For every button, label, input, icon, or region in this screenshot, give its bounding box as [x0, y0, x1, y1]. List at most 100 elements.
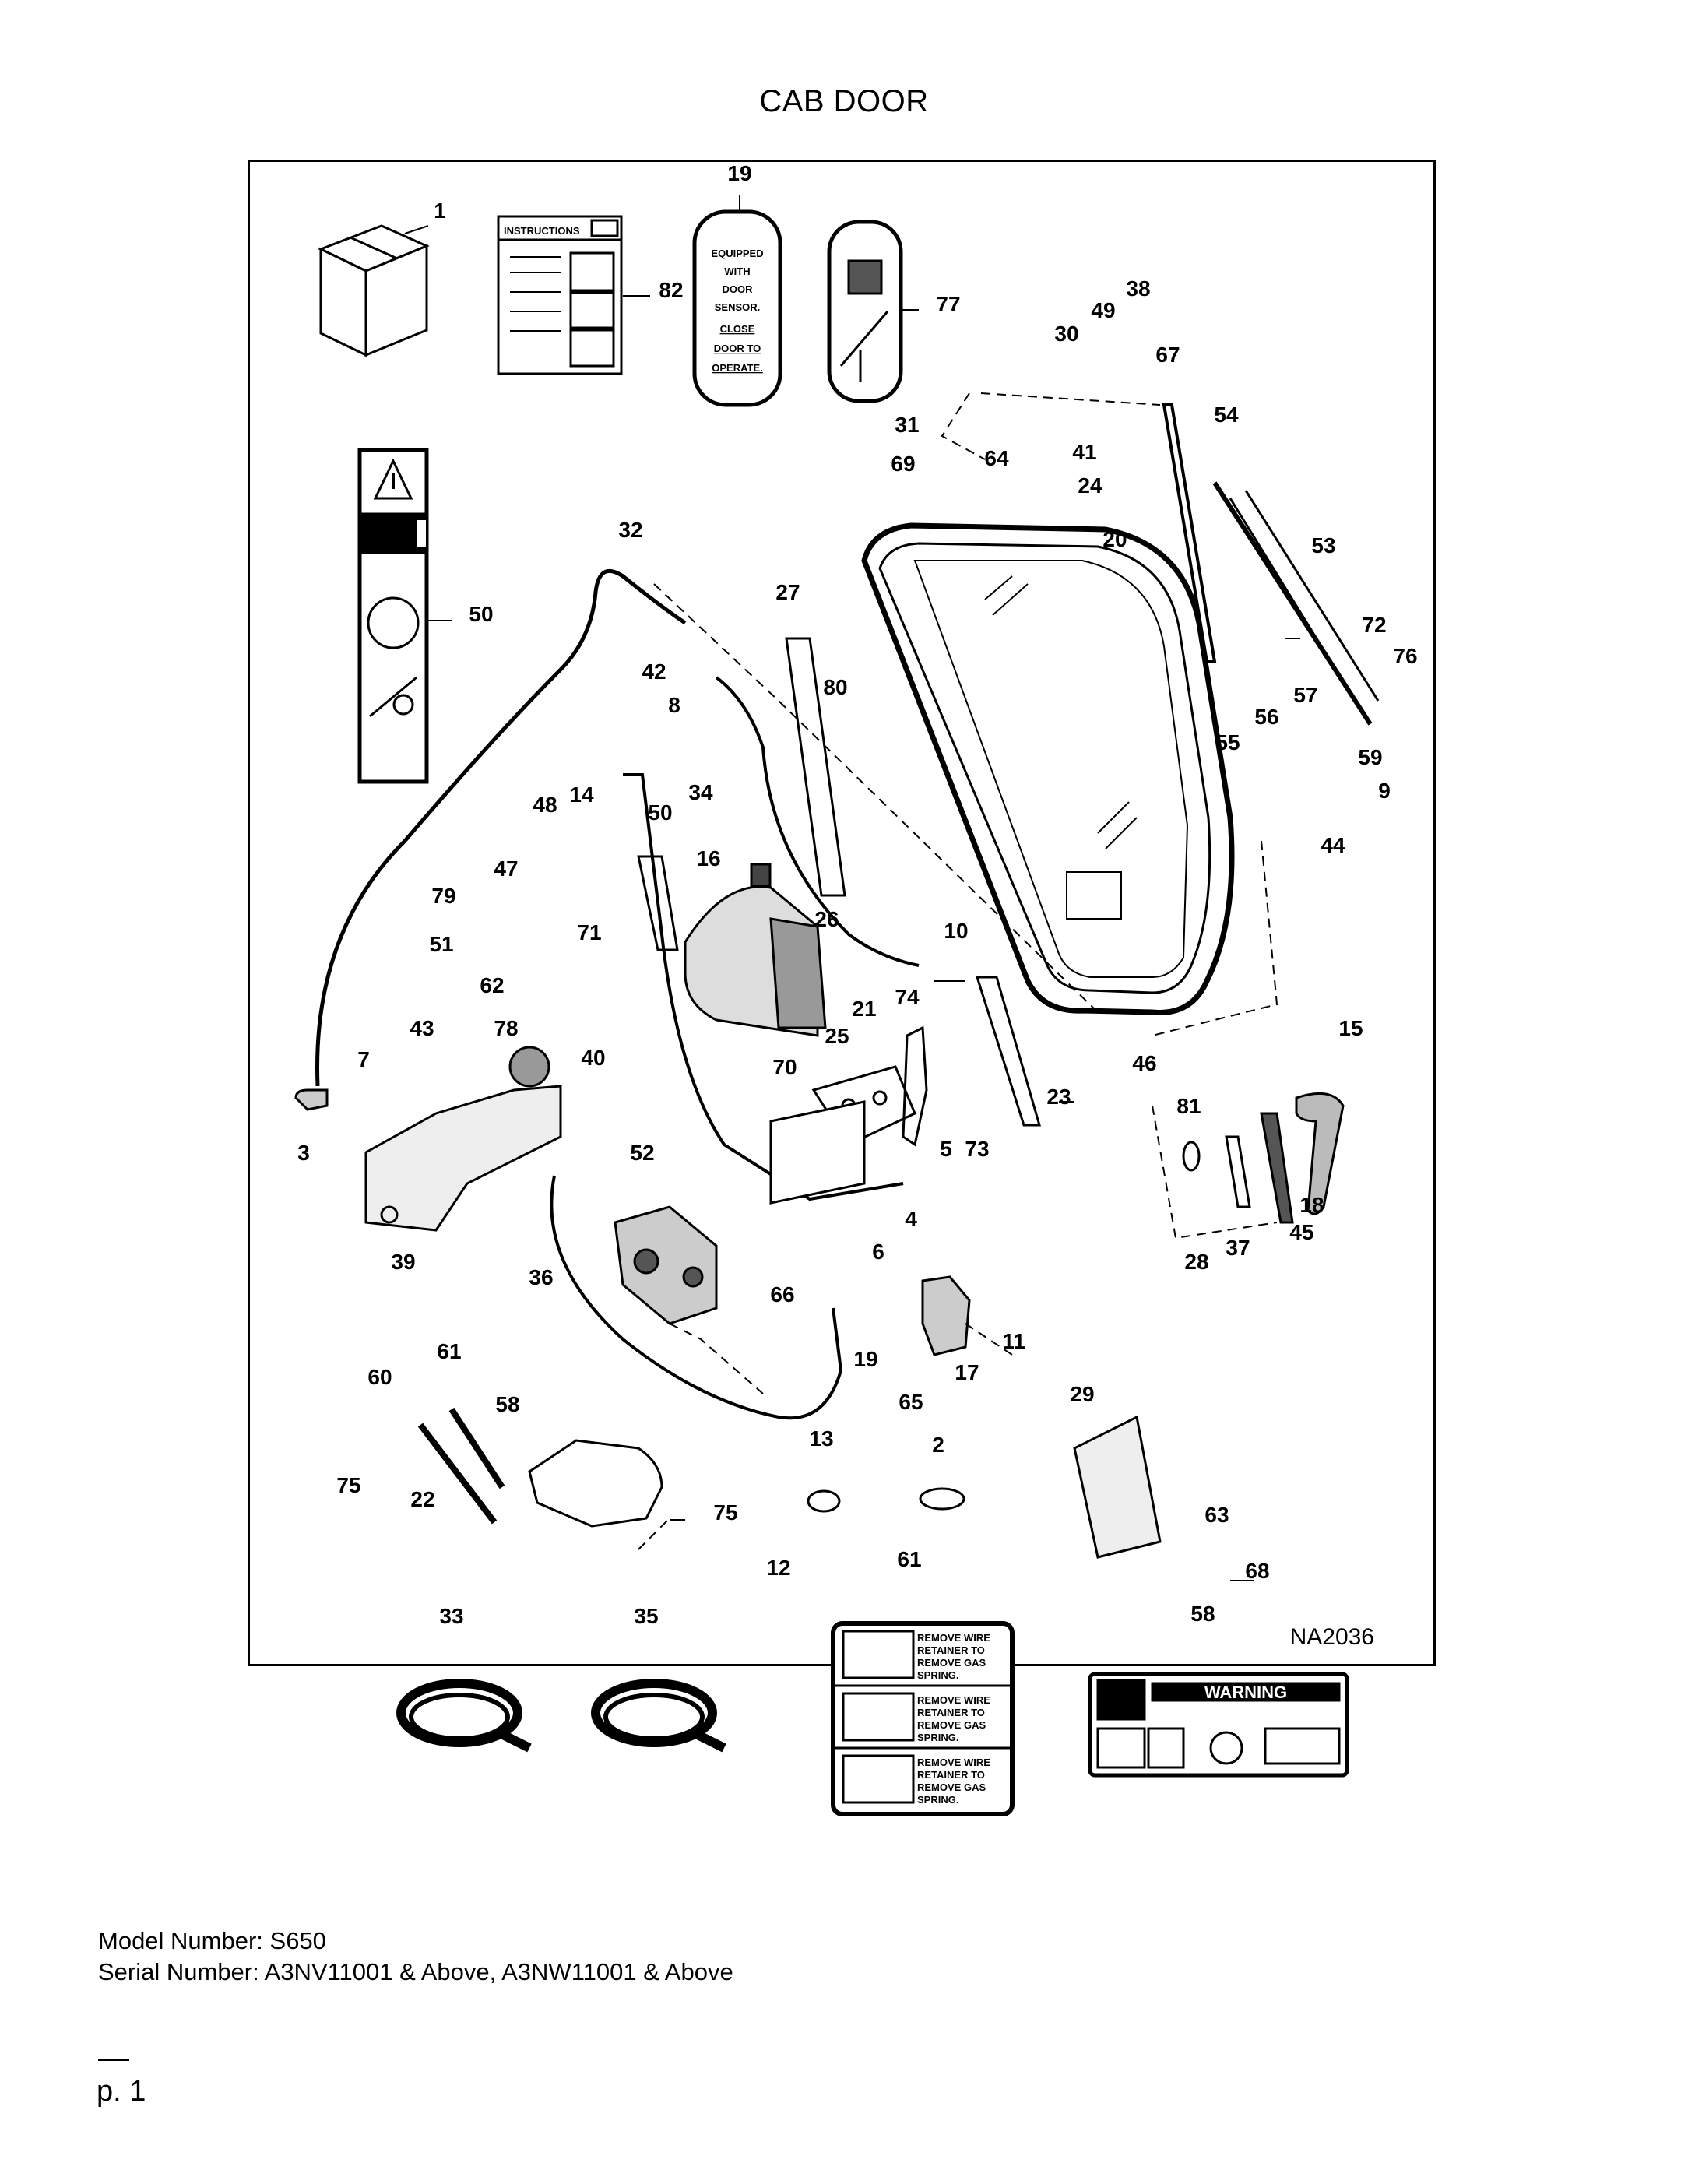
callout-75: 75 [336, 1473, 360, 1497]
model-number: Model Number: S650 [98, 1927, 326, 1954]
callout-49: 49 [1091, 298, 1115, 322]
callout-58: 58 [495, 1392, 519, 1416]
callout-81: 81 [1176, 1094, 1201, 1118]
warning-label: WARNING [1204, 1683, 1287, 1702]
instructions-label: INSTRUCTIONS [504, 225, 580, 237]
strip-54 [1162, 403, 1217, 663]
callout-13: 13 [809, 1426, 833, 1451]
page-number: p. 1 [97, 2075, 146, 2108]
svg-text:REMOVE GAS: REMOVE GAS [917, 1781, 986, 1793]
callout-60: 60 [367, 1365, 392, 1389]
serial-number: Serial Number: A3NV11001 & Above, A3NW11… [98, 1958, 733, 1985]
svg-text:EQUIPPED: EQUIPPED [711, 248, 763, 259]
plate-25 [769, 1065, 916, 1205]
callout-43: 43 [410, 1016, 434, 1040]
decal-50-tall [357, 448, 429, 784]
page-rule [98, 2059, 129, 2061]
gas-spring-53 [1212, 481, 1380, 726]
callout-22: 22 [410, 1487, 434, 1511]
callout-25: 25 [825, 1024, 849, 1048]
callout-40: 40 [581, 1046, 605, 1070]
svg-text:REMOVE GAS: REMOVE GAS [917, 1657, 986, 1669]
callout-74: 74 [895, 985, 920, 1009]
warning-decal [1088, 1672, 1349, 1778]
callout-61: 61 [897, 1547, 921, 1571]
callout-45: 45 [1289, 1220, 1313, 1244]
callout-11: 11 [1002, 1329, 1025, 1353]
callout-14: 14 [569, 783, 594, 807]
latch-52 [614, 1205, 718, 1325]
callout-48: 48 [533, 793, 557, 817]
callout-27: 27 [775, 580, 800, 604]
callout-63: 63 [1204, 1503, 1229, 1527]
callout-80: 80 [823, 675, 847, 699]
strap-27 [785, 637, 846, 897]
callout-33: 33 [439, 1604, 463, 1628]
callout-79: 79 [431, 884, 455, 908]
door-sensor-decal [692, 209, 782, 407]
callout-59: 59 [1358, 745, 1382, 769]
callout-8: 8 [668, 693, 680, 717]
callout-19: 19 [853, 1347, 877, 1371]
handle-45 [1260, 1112, 1294, 1224]
callout-20: 20 [1102, 527, 1127, 551]
gas-spring-decal-text: REMOVE WIRE RETAINER TO REMOVE GAS SPRIN… [917, 1632, 990, 1806]
callout-7: 7 [357, 1047, 370, 1071]
svg-text:RETAINER TO: RETAINER TO [917, 1707, 985, 1718]
cable-34 [715, 676, 920, 967]
callout-12: 12 [766, 1556, 790, 1580]
callout-50: 50 [469, 602, 493, 626]
callout-58: 58 [1190, 1602, 1215, 1626]
gas-spring-decal [831, 1621, 1015, 1816]
callout-24: 24 [1078, 473, 1102, 498]
callout-26: 26 [814, 907, 839, 931]
svg-text:SPRING.: SPRING. [917, 1794, 958, 1806]
callout-50: 50 [648, 800, 672, 825]
callout-28: 28 [1184, 1250, 1208, 1274]
callout-65: 65 [899, 1390, 923, 1414]
callout-15: 15 [1338, 1016, 1363, 1040]
callout-42: 42 [642, 659, 666, 684]
gas-spring-58 [448, 1407, 505, 1489]
callout-2: 2 [932, 1433, 944, 1457]
callout-47: 47 [494, 856, 518, 881]
strap-21 [902, 1025, 928, 1147]
callout-72: 72 [1362, 613, 1386, 637]
callout-30: 30 [1054, 322, 1078, 346]
callout-19: 19 [727, 161, 751, 185]
clip-13 [807, 1489, 841, 1513]
instructions-sheet [497, 215, 623, 375]
svg-text:DOOR TO: DOOR TO [714, 343, 761, 354]
callout-55: 55 [1215, 730, 1240, 754]
latch-assembly-39 [364, 1046, 562, 1232]
harness-36 [550, 1175, 843, 1420]
callout-38: 38 [1126, 276, 1150, 301]
page-title: CAB DOOR [759, 84, 929, 118]
callout-34: 34 [688, 780, 713, 804]
callout-76: 76 [1393, 644, 1417, 668]
callout-31: 31 [895, 413, 919, 437]
callout-82: 82 [659, 278, 683, 302]
gas-spring-22 [417, 1423, 498, 1525]
hose-33 [396, 1679, 532, 1753]
callout-18: 18 [1299, 1193, 1324, 1217]
callout-54: 54 [1214, 403, 1239, 427]
latch-17 [921, 1275, 971, 1356]
callout-29: 29 [1070, 1382, 1094, 1406]
decal-77 [827, 220, 903, 403]
callout-66: 66 [770, 1282, 794, 1307]
callout-37: 37 [1226, 1236, 1250, 1260]
svg-text:REMOVE WIRE: REMOVE WIRE [917, 1757, 990, 1768]
svg-text:DOOR: DOOR [723, 283, 754, 295]
svg-text:SPRING.: SPRING. [917, 1732, 958, 1743]
svg-text:CLOSE: CLOSE [720, 323, 755, 335]
callout-17: 17 [955, 1360, 979, 1384]
svg-text:WITH: WITH [724, 266, 750, 277]
callout-39: 39 [391, 1250, 415, 1274]
callout-10: 10 [944, 919, 968, 943]
callout-5: 5 [940, 1137, 952, 1161]
callout-36: 36 [529, 1265, 553, 1289]
callout-46: 46 [1132, 1051, 1156, 1075]
